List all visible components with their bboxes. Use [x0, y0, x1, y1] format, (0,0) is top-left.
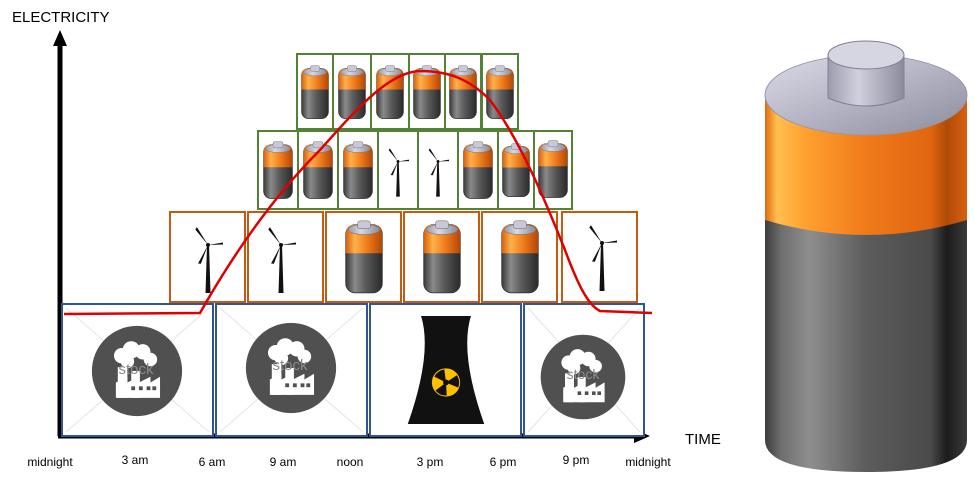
- coal-plant-box: stock: [61, 303, 214, 437]
- demand-curve: [63, 69, 653, 316]
- tick-label-noon: noon: [337, 455, 364, 469]
- battery-icon: [463, 140, 493, 200]
- battery-box: [325, 211, 402, 303]
- tick-label-midnight-end: midnight: [625, 455, 671, 469]
- tick-label-9pm: 9 pm: [563, 453, 590, 467]
- top-row: [296, 53, 519, 130]
- battery-icon: [376, 64, 404, 120]
- stock-watermark: stock: [272, 357, 308, 374]
- stock-watermark: stock: [118, 361, 154, 378]
- y-axis-title: ELECTRICITY: [12, 9, 110, 26]
- battery-box: [481, 53, 519, 130]
- wind-turbine-box: [561, 211, 638, 303]
- coal-plant-box: stock: [215, 303, 368, 437]
- tick-label-3am: 3 am: [122, 453, 149, 467]
- x-axis-title: TIME: [685, 431, 721, 448]
- battery-icon: [502, 142, 530, 198]
- y-axis: [53, 30, 67, 436]
- battery-icon: [338, 64, 366, 120]
- battery-icon: [449, 64, 477, 120]
- base-load-row: stock stock stock: [61, 303, 645, 437]
- tick-label-midnight-start: midnight: [27, 455, 73, 469]
- wind-turbine-box: [169, 211, 246, 303]
- battery-box: [257, 130, 299, 210]
- nuclear-plant-box: [369, 303, 522, 437]
- battery-icon: [538, 139, 568, 199]
- stock-watermark: stock: [567, 366, 601, 382]
- tick-label-6pm: 6 pm: [490, 455, 517, 469]
- wind-turbine-box: [247, 211, 324, 303]
- battery-icon: [344, 220, 384, 294]
- wind-turbine-box: [417, 130, 459, 210]
- battery-box: [296, 53, 334, 130]
- battery-icon: [413, 64, 441, 120]
- large-battery-icon: [764, 40, 968, 472]
- battery-box: [332, 53, 372, 130]
- wind-turbine-box: [377, 130, 419, 210]
- battery-icon: [343, 140, 373, 200]
- battery-icon: [486, 64, 514, 120]
- battery-icon: [500, 220, 540, 294]
- tick-label-6am: 6 am: [199, 455, 226, 469]
- battery-icon: [422, 220, 462, 294]
- battery-box: [337, 130, 379, 210]
- battery-icon: [263, 140, 293, 200]
- battery-box: [457, 130, 499, 210]
- battery-box: [297, 130, 339, 210]
- upper-row: [257, 130, 573, 210]
- battery-box: [533, 130, 573, 210]
- tick-label-3pm: 3 pm: [417, 455, 444, 469]
- battery-box: [408, 53, 446, 130]
- battery-icon: [301, 64, 329, 120]
- coal-plant-box: stock: [523, 303, 645, 437]
- battery-box: [497, 130, 535, 210]
- time-tick-labels: midnight 3 am 6 am 9 am noon 3 pm 6 pm 9…: [27, 453, 671, 469]
- middle-row: [169, 211, 638, 303]
- battery-icon: [303, 140, 333, 200]
- battery-box: [403, 211, 480, 303]
- battery-box: [481, 211, 558, 303]
- battery-box: [444, 53, 482, 130]
- tick-label-9am: 9 am: [270, 455, 297, 469]
